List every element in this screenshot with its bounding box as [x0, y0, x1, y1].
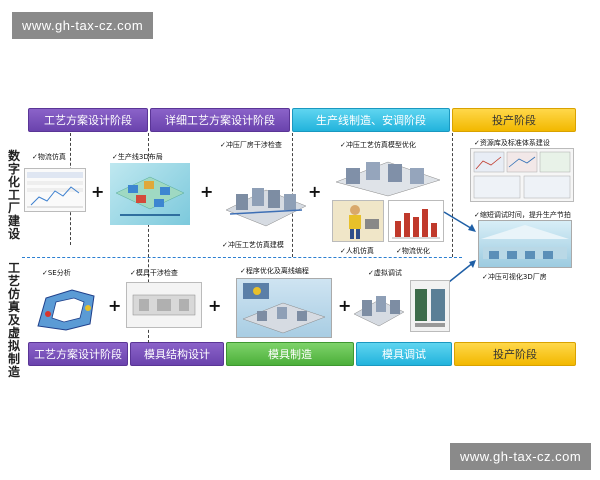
- die-interference-image: [126, 282, 202, 328]
- se-analysis-image: [30, 284, 102, 336]
- label-shorten-debug: ✓缩短调试时间，提升生产节拍: [474, 211, 571, 219]
- plus-sign: +: [308, 182, 322, 201]
- label-resource-library: ✓资源库及标准体系建设: [474, 139, 550, 147]
- label-logistics-optimize: ✓物流优化: [396, 247, 430, 255]
- arrow-to-production: [443, 211, 476, 287]
- label-model-optimize: ✓冲压工艺仿真模型优化: [340, 141, 416, 149]
- plus-sign: +: [338, 296, 352, 315]
- bottom-stage-production: 投产阶段: [454, 342, 576, 366]
- label-press-modeling: ✓冲压工艺仿真建模: [222, 241, 284, 249]
- bottom-stage-process-design: 工艺方案设计阶段: [28, 342, 128, 366]
- offline-programming-image: [236, 278, 332, 338]
- logistics-optimize-chart: [388, 200, 444, 242]
- side-label-process-simulation: 工艺仿真及虚拟制造: [7, 261, 20, 379]
- label-program-optimize: ✓程序优化及离线编程: [240, 267, 309, 275]
- watermark-bottom: www.gh-tax-cz.com: [450, 443, 592, 470]
- label-press-interference: ✓冲压厂房干涉检查: [220, 141, 282, 149]
- bottom-stage-die-debug: 模具调试: [356, 342, 452, 366]
- stage-divider-2: [148, 133, 149, 343]
- plus-sign: +: [200, 182, 214, 201]
- resource-library-image: [470, 148, 574, 202]
- bottom-stage-die-manufacture: 模具制造: [226, 342, 354, 366]
- virtual-debug-controller-image: [410, 280, 450, 332]
- top-stage-line-install: 生产线制造、安调阶段: [292, 108, 450, 132]
- label-ergonomics: ✓人机仿真: [340, 247, 374, 255]
- line-layout-image: [110, 163, 190, 225]
- virtual-debug-press-image: [352, 284, 406, 330]
- top-stage-detailed-design: 详细工艺方案设计阶段: [150, 108, 290, 132]
- label-virtual-debug: ✓虚拟调试: [368, 269, 402, 277]
- section-divider: [22, 257, 462, 258]
- label-visual-3d: ✓冲压可视化3D厂房: [482, 273, 547, 281]
- watermark-top: www.gh-tax-cz.com: [12, 12, 154, 39]
- label-line-layout: ✓生产线3D布局: [112, 153, 163, 161]
- plus-sign: +: [91, 182, 105, 201]
- label-se-analysis: ✓SE分析: [42, 269, 71, 277]
- label-logistics: ✓物流仿真: [32, 153, 66, 161]
- ergonomics-image: [332, 200, 384, 242]
- label-die-interference: ✓模具干涉检查: [130, 269, 178, 277]
- plus-sign: +: [208, 296, 222, 315]
- stage-divider-4: [452, 133, 453, 257]
- top-stage-process-design: 工艺方案设计阶段: [28, 108, 148, 132]
- logistics-chart-image: [24, 168, 86, 212]
- optimized-press-image: [332, 152, 444, 198]
- top-stage-production: 投产阶段: [452, 108, 576, 132]
- bottom-stage-die-structure: 模具结构设计: [130, 342, 224, 366]
- visual-3d-plant-image: [478, 220, 572, 268]
- plus-sign: +: [108, 296, 122, 315]
- press-line-image: [222, 170, 310, 230]
- side-label-digital-factory: 数字化工厂建设: [7, 149, 20, 241]
